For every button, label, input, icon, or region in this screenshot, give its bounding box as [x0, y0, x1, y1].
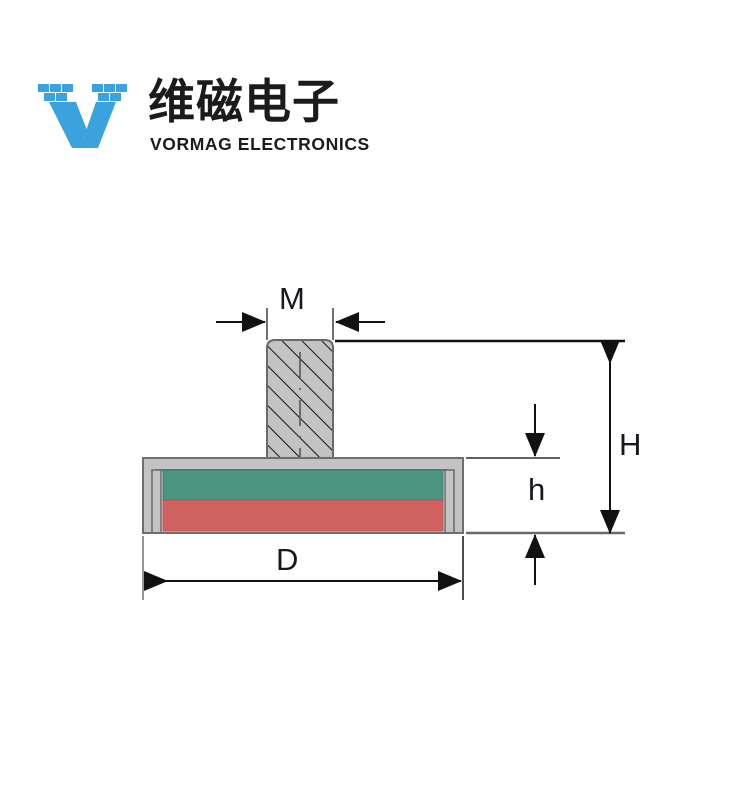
- magnet-assembly: [162, 469, 444, 532]
- vormag-v-logo-icon: [38, 84, 127, 148]
- company-logo: 维磁电子 VORMAG ELECTRONICS: [36, 75, 369, 162]
- dimension-label-h-body: h: [528, 472, 546, 507]
- dimension-D: [142, 536, 464, 600]
- logo-chinese-name: 维磁电子: [148, 75, 340, 130]
- dimension-M: [216, 308, 385, 340]
- logo-wordmark: 维磁电子 VORMAG ELECTRONICS: [148, 75, 369, 160]
- magnet-north-pole: [162, 469, 444, 501]
- dimension-label-m: M: [279, 281, 305, 316]
- threaded-stud: [266, 339, 334, 462]
- dimension-label-d: D: [276, 542, 299, 577]
- logo-english-name: VORMAG ELECTRONICS: [150, 134, 370, 154]
- dimension-label-h-total: H: [619, 427, 642, 462]
- steel-pot-housing: [142, 457, 464, 534]
- pot-wall-right: [444, 469, 455, 534]
- magnet-south-pole: [162, 499, 444, 532]
- pot-wall-left: [151, 469, 162, 534]
